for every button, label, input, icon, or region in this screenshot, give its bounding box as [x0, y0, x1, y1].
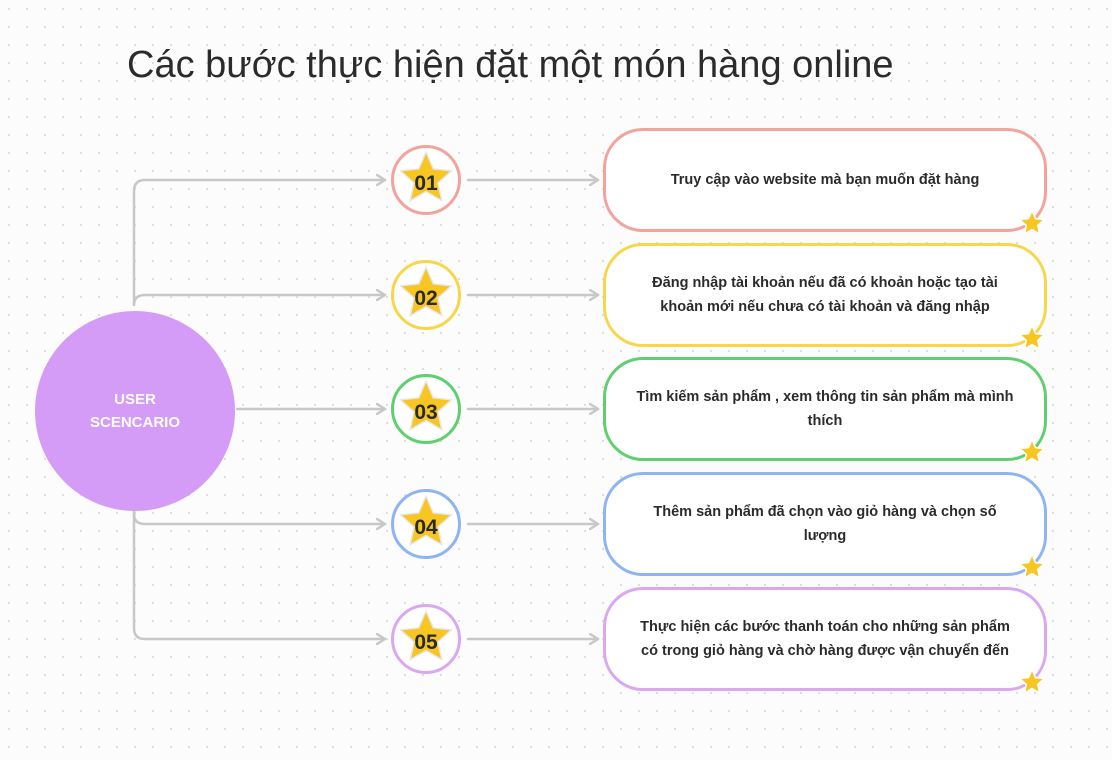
- step-badge-02: 02: [391, 260, 461, 330]
- connector-user-to-02: [132, 295, 387, 307]
- star-icon: [399, 495, 453, 546]
- step-number: 02: [414, 287, 438, 310]
- step-number: 01: [414, 172, 438, 195]
- connector-user-to-05: [132, 509, 387, 639]
- step-badge-03: 03: [391, 374, 461, 444]
- step-text: Đăng nhập tài khoản nếu đã có khoản hoặc…: [652, 275, 998, 315]
- star-icon: [1018, 438, 1046, 464]
- diagram-title: Các bước thực hiện đặt một món hàng onli…: [127, 44, 894, 86]
- step-badge-04: 04: [391, 489, 461, 559]
- step-text: Thực hiện các bước thanh toán cho những …: [640, 619, 1010, 659]
- star-icon: [1018, 668, 1046, 694]
- step-badge-05: 05: [391, 604, 461, 674]
- step-card-02: Đăng nhập tài khoản nếu đã có khoản hoặc…: [603, 243, 1047, 350]
- step-number: 04: [414, 516, 438, 539]
- star-icon: [1018, 209, 1046, 235]
- step-card-04: Thêm sản phẩm đã chọn vào giỏ hàng và ch…: [603, 472, 1047, 579]
- step-card-05: Thực hiện các bước thanh toán cho những …: [603, 587, 1047, 694]
- star-icon: [1018, 553, 1046, 579]
- user-node-label-line1: USER: [114, 391, 156, 408]
- user-scenario-node: USER SCENCARIO: [35, 311, 235, 511]
- star-icon: [399, 266, 453, 317]
- step-badge-01: 01: [391, 145, 461, 215]
- step-text: Tìm kiếm sản phẩm , xem thông tin sản ph…: [636, 389, 1014, 429]
- step-text: Thêm sản phẩm đã chọn vào giỏ hàng và ch…: [653, 504, 997, 544]
- step-number: 03: [414, 401, 438, 424]
- step-text: Truy cập vào website mà bạn muốn đặt hàn…: [670, 172, 980, 188]
- star-icon: [399, 380, 453, 431]
- star-icon: [399, 151, 453, 202]
- user-node-label-line2: SCENCARIO: [89, 414, 180, 431]
- connector-user-to-01: [132, 180, 387, 307]
- connector-user-to-04: [132, 509, 387, 524]
- step-card-01: Truy cập vào website mà bạn muốn đặt hàn…: [603, 128, 1047, 235]
- step-number: 05: [414, 631, 438, 654]
- star-icon: [399, 610, 453, 661]
- step-card-03: Tìm kiếm sản phẩm , xem thông tin sản ph…: [603, 357, 1047, 464]
- star-icon: [1018, 324, 1046, 350]
